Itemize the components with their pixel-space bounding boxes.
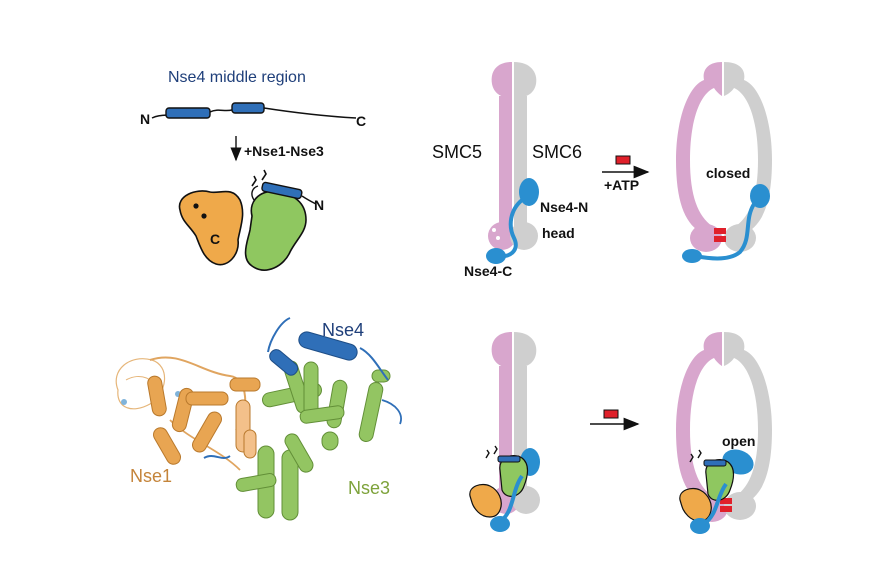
nse4-helix-1 <box>165 107 211 119</box>
complex-n-label: N <box>314 197 324 213</box>
nse1-structure-label: Nse1 <box>130 466 172 486</box>
nse4-c-terminus-label: C <box>356 113 366 129</box>
atp-arrow-top: +ATP <box>602 155 650 193</box>
panel-smc-straight-top: SMC5 SMC6 Nse4-N head Nse4-C <box>432 62 588 279</box>
nse4-c-label: Nse4-C <box>464 263 512 279</box>
panel-nse4-middle-region: Nse4 middle region N C +Nse1-Nse3 C N <box>140 69 366 271</box>
smc5-label: SMC5 <box>432 142 482 162</box>
nse1-schematic <box>178 190 244 266</box>
nse4-n-label: Nse4-N <box>540 199 588 215</box>
panel-crystal-structure: Nse4 Nse1 Nse3 <box>115 317 402 521</box>
nse4-helix-2 <box>231 102 265 114</box>
closed-label: closed <box>706 165 750 181</box>
open-label: open <box>722 433 755 449</box>
nse4-n-terminus-label: N <box>140 111 150 127</box>
nse1-nse3-step-label: +Nse1-Nse3 <box>244 143 324 159</box>
panel-smc-open-ring: open <box>676 332 772 534</box>
nse1-structure <box>147 375 261 465</box>
atp-label: +ATP <box>604 177 639 193</box>
panel-smc-closed-ring: closed <box>676 62 772 263</box>
nse4-structure-label: Nse4 <box>322 320 364 340</box>
smc6-label: SMC6 <box>532 142 582 162</box>
nse4-n-domain <box>519 178 539 206</box>
nse4-c-domain <box>486 248 506 264</box>
nse4-middle-region-title: Nse4 middle region <box>168 69 306 86</box>
nse3-schematic <box>244 190 307 271</box>
nse4-structure <box>269 331 358 376</box>
smc5-arm <box>499 96 512 226</box>
nse4-bound-helix <box>261 181 303 200</box>
closed-smc6-head <box>724 224 756 252</box>
atp-arrow-bottom <box>590 409 640 431</box>
atp-icon <box>615 155 631 165</box>
panel-smc-straight-bottom <box>469 332 540 532</box>
head-label: head <box>542 225 575 241</box>
complex-c-label: C <box>210 231 220 247</box>
nse3-structure-label: Nse3 <box>348 478 390 498</box>
atp-icon-bottom <box>603 409 619 419</box>
